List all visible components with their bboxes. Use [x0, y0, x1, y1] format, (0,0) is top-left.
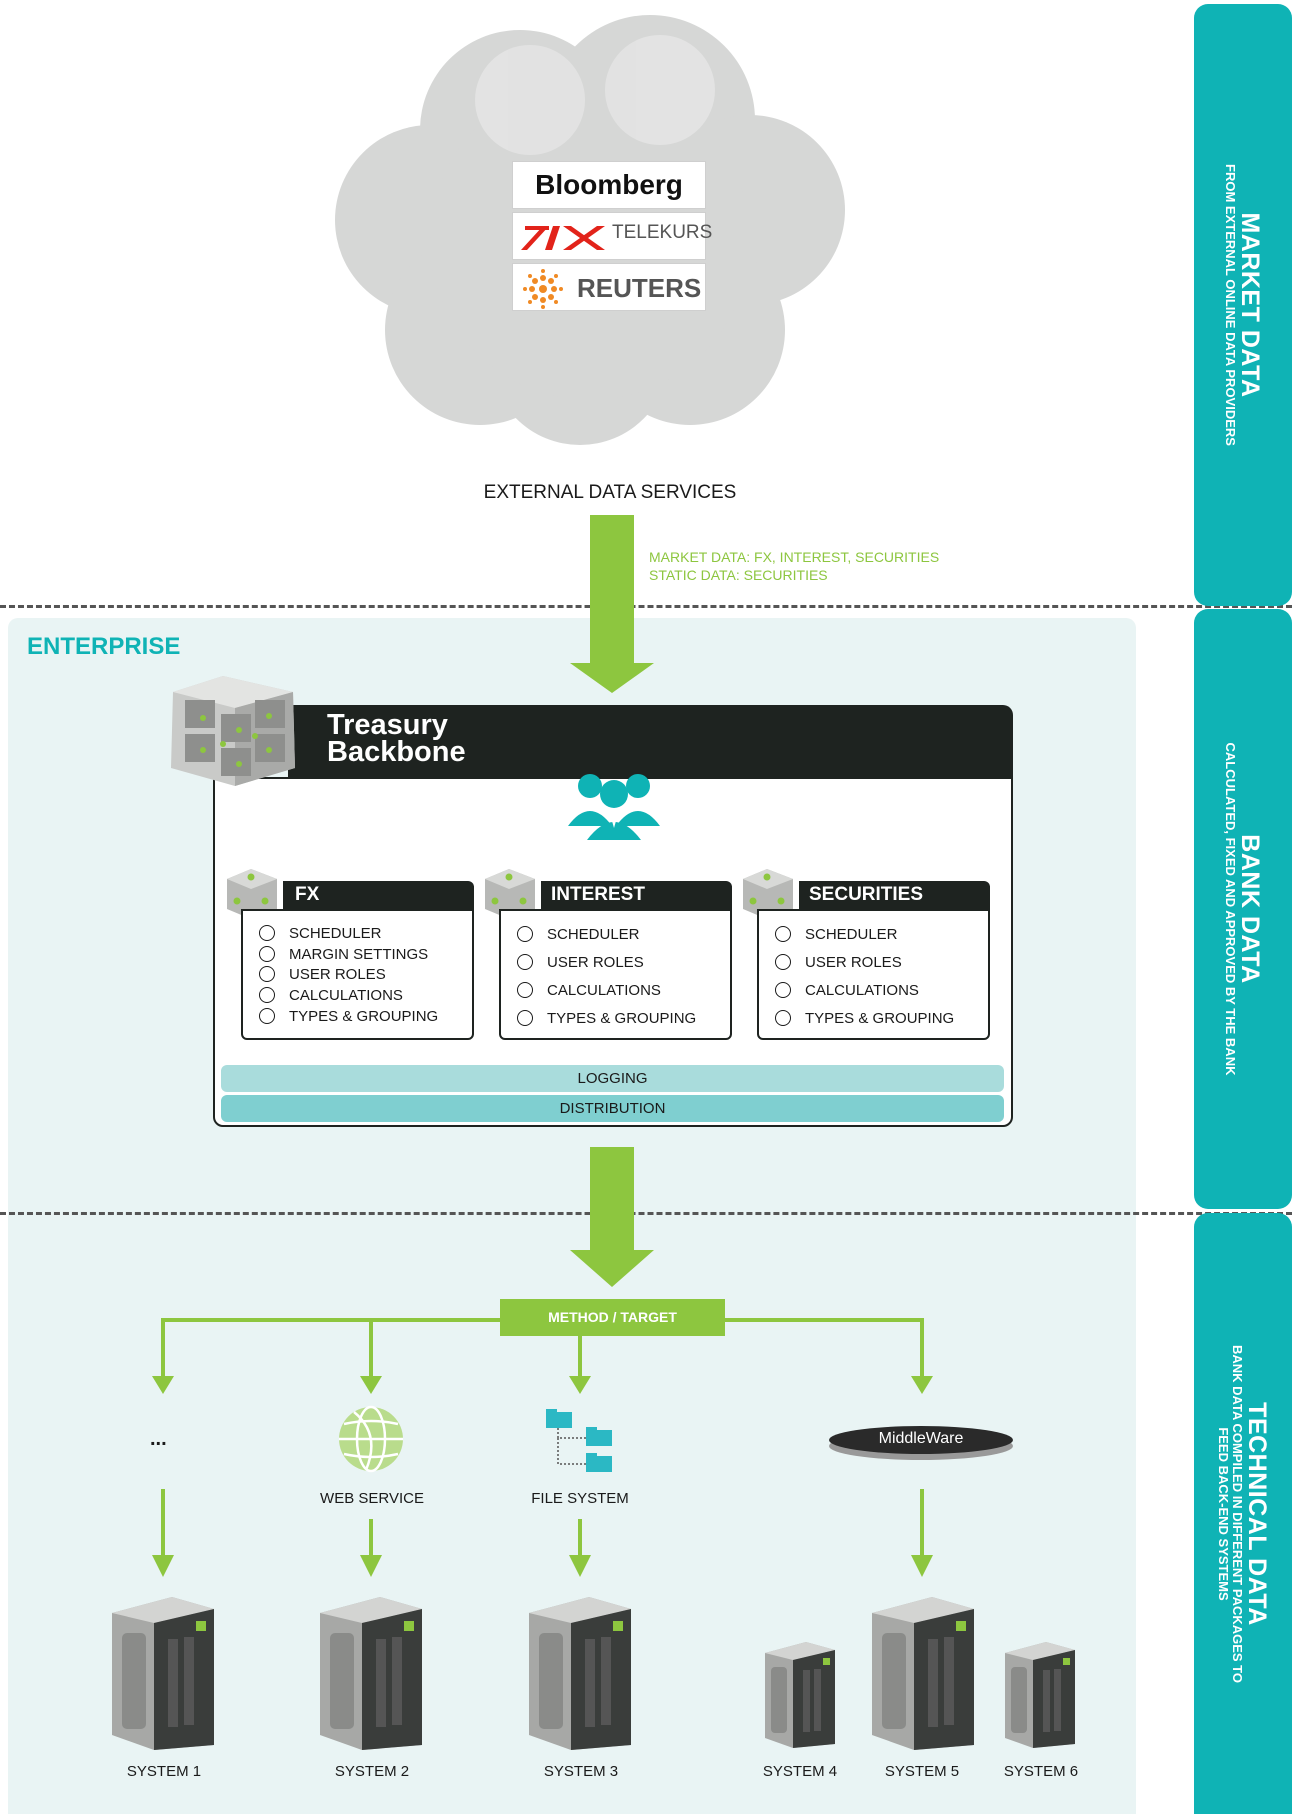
globe-icon [339, 1405, 403, 1473]
system-arrows [152, 1489, 933, 1577]
calculations-icon [775, 982, 791, 998]
feed-note-line-2: STATIC DATA: SECURITIES [649, 567, 828, 583]
server-icon [320, 1597, 422, 1750]
grouping-icon [517, 1010, 533, 1026]
calculations-icon [517, 982, 533, 998]
six-mark-icon [521, 226, 605, 250]
fx-cube-icon [227, 869, 277, 919]
system-label-3: SYSTEM 3 [543, 1763, 619, 1780]
fx-module-title: FX [295, 884, 320, 905]
item-label: CALCULATIONS [547, 982, 661, 999]
item-label: TYPES & GROUPING [289, 1008, 439, 1025]
securities-module-title: SECURITIES [809, 884, 924, 905]
file-system-label: FILE SYSTEM [531, 1490, 629, 1507]
item-label: CALCULATIONS [289, 987, 403, 1004]
securities-module-header: SECURITIES [799, 881, 990, 909]
system-label-1: SYSTEM 1 [126, 1763, 202, 1780]
scheduler-icon [775, 926, 791, 942]
server-icon [1005, 1642, 1075, 1748]
securities-module-box: SCHEDULER USER ROLES CALCULATIONS TYPES … [757, 909, 990, 1040]
divider-bank-technical [0, 1212, 1292, 1215]
percent-icon [259, 946, 275, 962]
distribution-arrow-down [570, 1147, 654, 1287]
logging-bar: LOGGING [221, 1065, 1004, 1092]
method-target-box: METHOD / TARGET [500, 1299, 725, 1336]
item-label: TYPES & GROUPING [547, 1010, 697, 1027]
item-label: SCHEDULER [289, 925, 382, 942]
user-icon [775, 954, 791, 970]
middleware-disc-icon [829, 1426, 1013, 1460]
users-group-icon [568, 774, 660, 840]
backbone-header [288, 705, 1013, 777]
scheduler-icon [259, 925, 275, 941]
reuters-text: REUTERS [577, 273, 702, 303]
band-market-subtitle: FROM EXTERNAL ONLINE DATA PROVIDERS [1223, 164, 1238, 446]
user-icon [517, 954, 533, 970]
backbone-title-line-2: Backbone [327, 736, 466, 768]
server-icon [765, 1642, 835, 1748]
external-data-services-label: EXTERNAL DATA SERVICES [483, 482, 737, 503]
item-label: USER ROLES [547, 954, 644, 971]
server-icon [529, 1597, 631, 1750]
item-label: MARGIN SETTINGS [289, 946, 429, 963]
reuters-logo: REUTERS [512, 263, 706, 311]
user-icon [259, 966, 275, 982]
item-label: USER ROLES [289, 966, 386, 983]
band-technical-title: TECHNICAL DATA [1243, 1401, 1271, 1626]
band-technical-subtitle-1: BANK DATA COMPILED IN DIFFERENT PACKAGES… [1230, 1344, 1245, 1683]
bloomberg-text: Bloomberg [535, 169, 683, 200]
server-icon [872, 1597, 974, 1750]
grouping-icon [775, 1010, 791, 1026]
band-technical-data: TECHNICAL DATA BANK DATA COMPILED IN DIF… [1194, 1213, 1292, 1814]
band-market-title: MARKET DATA [1236, 212, 1264, 398]
feed-note: MARKET DATA: FX, INTEREST, SECURITIES ST… [649, 548, 939, 584]
item-label: CALCULATIONS [805, 982, 919, 999]
feed-note-line-1: MARKET DATA: FX, INTEREST, SECURITIES [649, 549, 940, 565]
band-bank-data: BANK DATA CALCULATED, FIXED AND APPROVED… [1194, 609, 1292, 1209]
interest-module-header: INTEREST [541, 881, 732, 909]
scheduler-icon [517, 926, 533, 942]
bloomberg-logo: Bloomberg [512, 161, 706, 209]
item-label: USER ROLES [805, 954, 902, 971]
interest-module-title: INTEREST [551, 884, 645, 905]
feed-arrow-down [570, 515, 654, 693]
system-label-2: SYSTEM 2 [334, 1763, 410, 1780]
branch-lines [152, 1318, 933, 1394]
backbone-title: Treasury Backbone [327, 709, 466, 768]
divider-market-bank [0, 605, 1292, 608]
system-label-5: SYSTEM 5 [884, 1763, 960, 1780]
file-tree-icon [546, 1409, 612, 1472]
calculations-icon [259, 987, 275, 1003]
cubes-cluster-icon [171, 676, 295, 786]
item-label: TYPES & GROUPING [805, 1010, 955, 1027]
band-market-data: MARKET DATA FROM EXTERNAL ONLINE DATA PR… [1194, 4, 1292, 606]
interest-cube-icon [485, 869, 535, 919]
middleware-label: MiddleWare [878, 1430, 964, 1447]
fx-module-header: FX [283, 881, 474, 909]
telekurs-text: TELEKURS [612, 222, 713, 243]
fx-module-box: SCHEDULER MARGIN SETTINGS USER ROLES CAL… [241, 909, 474, 1040]
ellipsis-destination: ... [150, 1428, 167, 1450]
enterprise-label: ENTERPRISE [27, 633, 181, 660]
six-telekurs-logo: TELEKURS [512, 212, 712, 260]
reuters-dots-icon [523, 269, 563, 309]
system-label-6: SYSTEM 6 [1003, 1763, 1079, 1780]
system-label-4: SYSTEM 4 [762, 1763, 838, 1780]
web-service-label: WEB SERVICE [320, 1490, 424, 1507]
server-icon [112, 1597, 214, 1750]
interest-module-box: SCHEDULER USER ROLES CALCULATIONS TYPES … [499, 909, 732, 1040]
item-label: SCHEDULER [805, 926, 898, 943]
grouping-icon [259, 1008, 275, 1024]
band-bank-subtitle: CALCULATED, FIXED AND APPROVED BY THE BA… [1223, 742, 1238, 1076]
band-technical-subtitle-2: FEED BACK-END SYSTEMS [1216, 1426, 1231, 1601]
securities-cube-icon [743, 869, 793, 919]
item-label: SCHEDULER [547, 926, 640, 943]
distribution-bar: DISTRIBUTION [221, 1095, 1004, 1122]
band-bank-title: BANK DATA [1236, 834, 1264, 984]
backbone-title-line-1: Treasury [327, 709, 448, 741]
